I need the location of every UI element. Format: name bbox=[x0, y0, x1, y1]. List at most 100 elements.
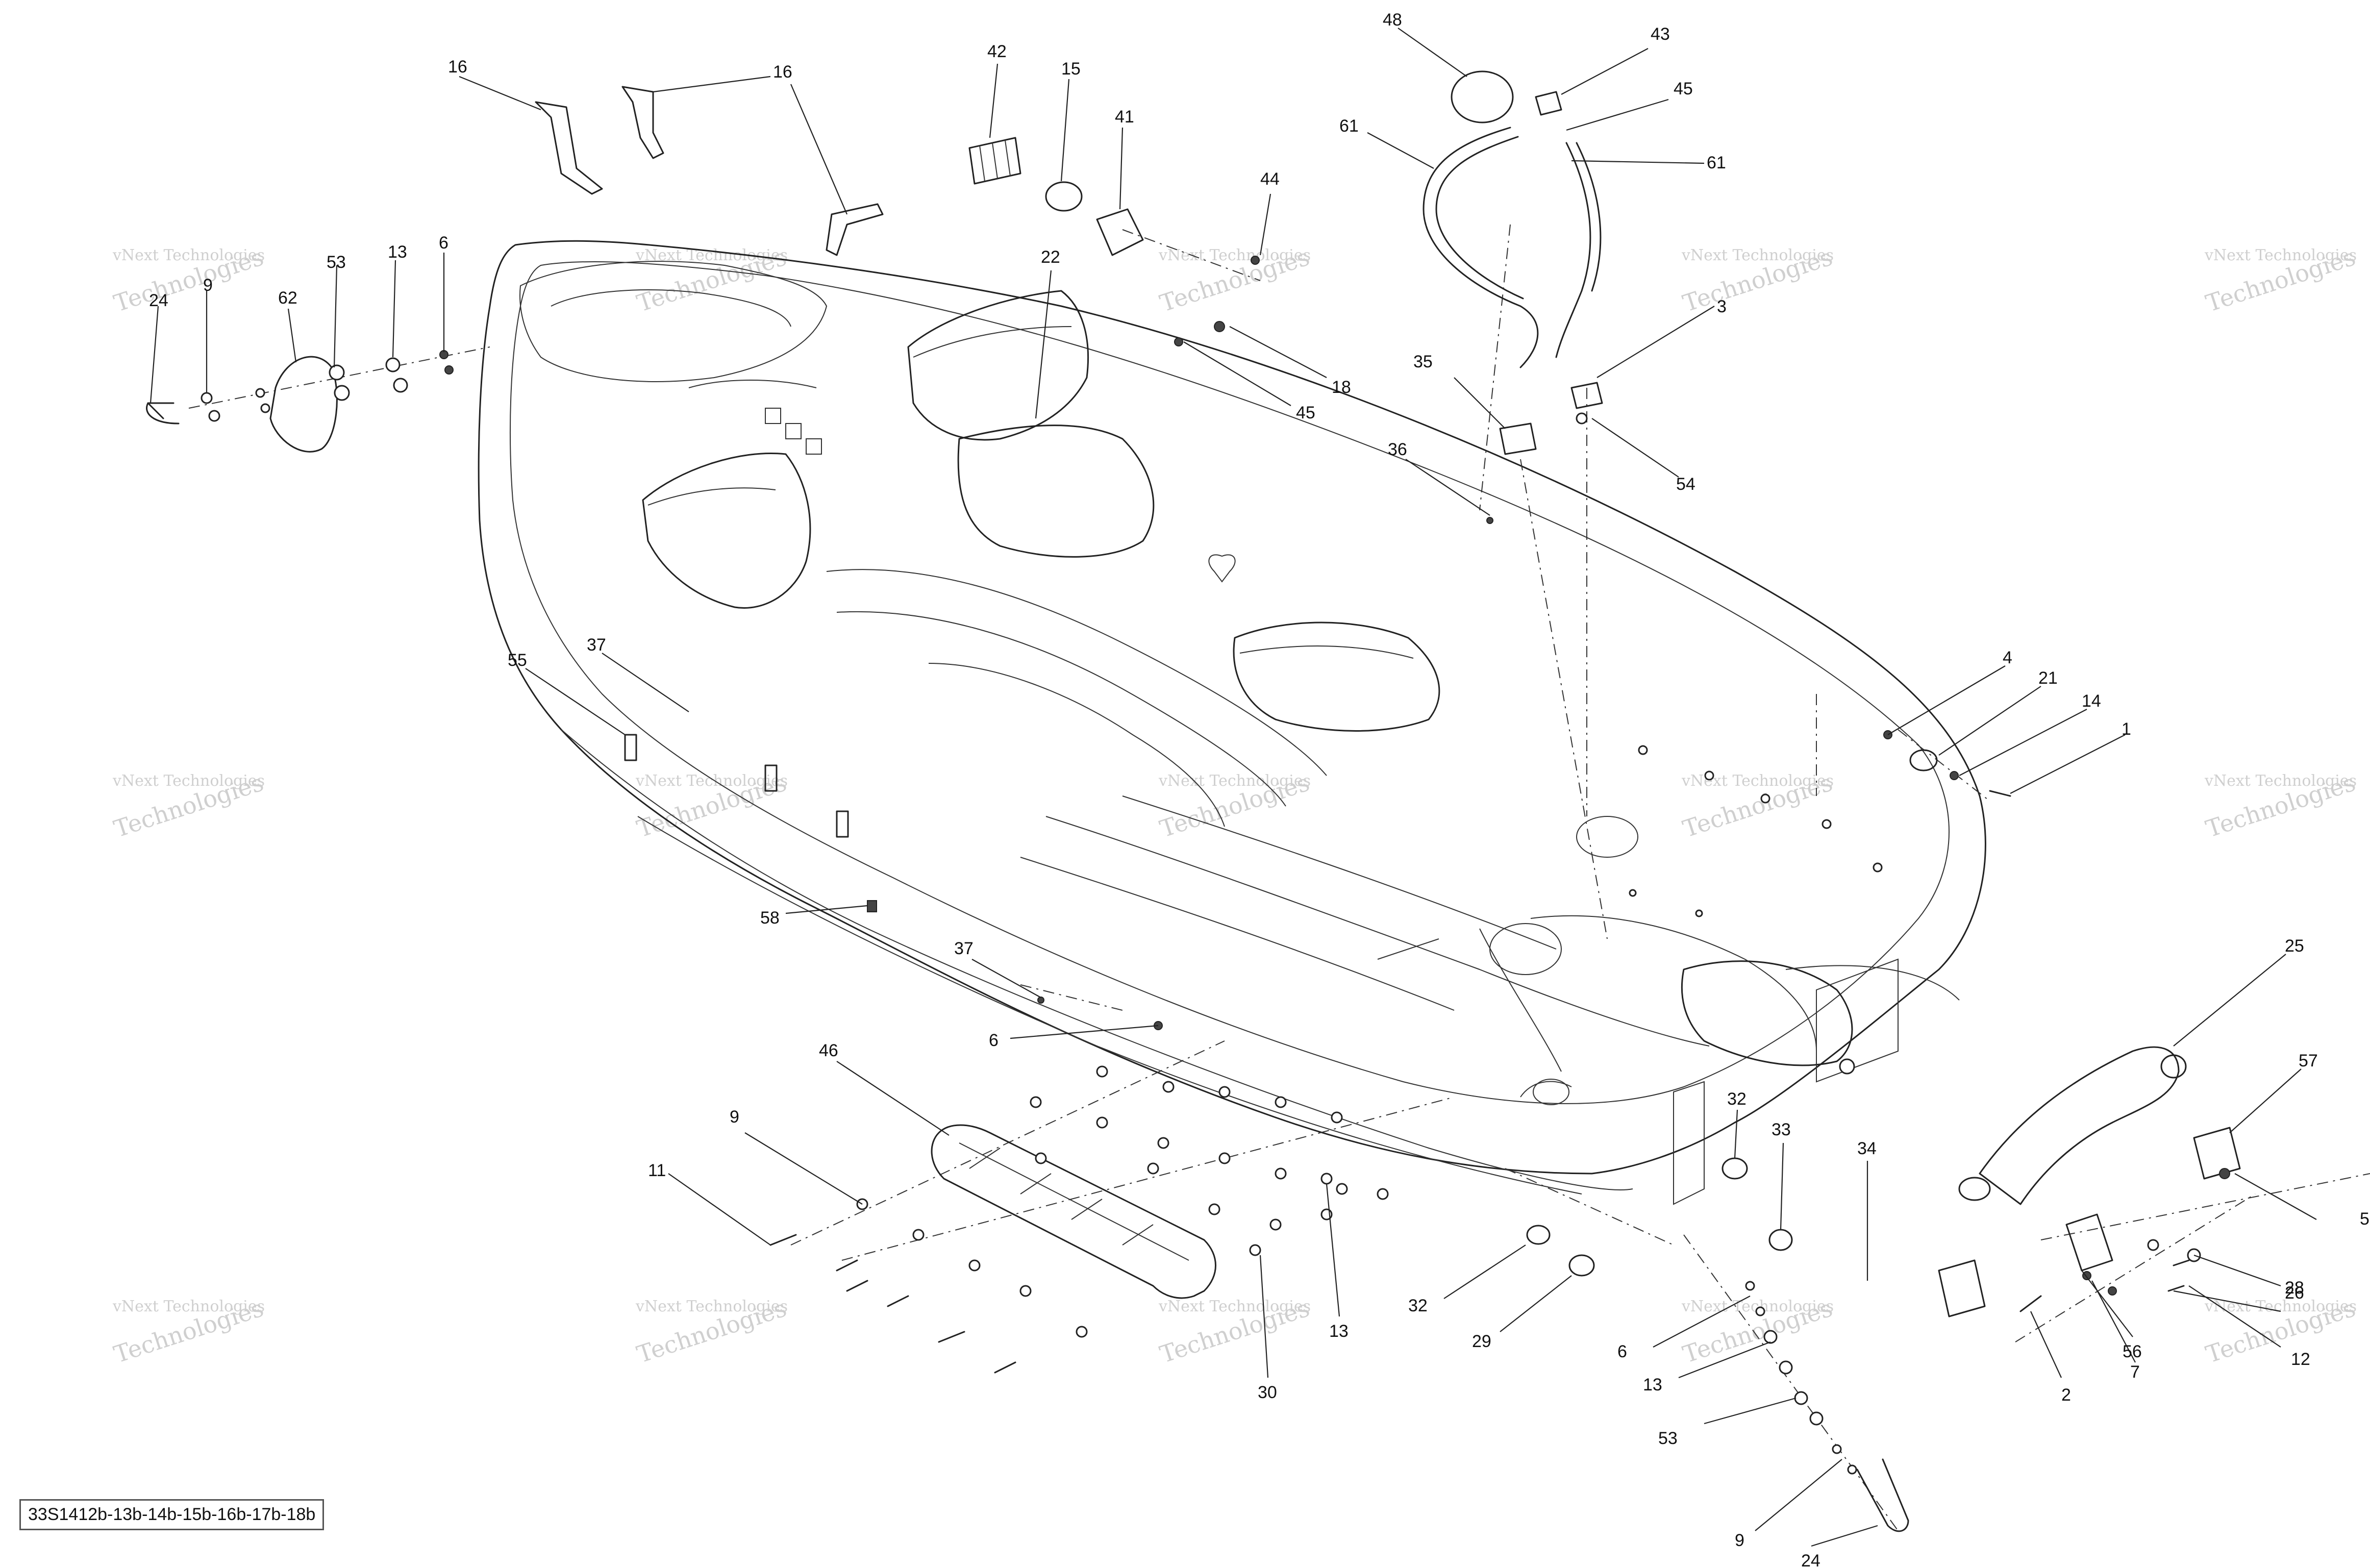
callout-54: 54 bbox=[1676, 475, 1695, 494]
callout-37: 37 bbox=[587, 635, 606, 655]
callout-45: 45 bbox=[1674, 79, 1693, 98]
part-42-bellows bbox=[968, 137, 1021, 185]
part-24-ubolt-right bbox=[1856, 1458, 1909, 1532]
callout-13: 13 bbox=[1329, 1322, 1349, 1341]
watermark-line1: vNext Technologies bbox=[635, 772, 788, 790]
callout-21: 21 bbox=[2038, 668, 2058, 688]
part-46-step-pad bbox=[931, 1124, 1216, 1299]
part-21-grommet bbox=[1909, 749, 1938, 771]
callout-22: 22 bbox=[1041, 247, 1060, 267]
callout-9: 9 bbox=[1735, 1531, 1744, 1550]
callout-9: 9 bbox=[730, 1107, 739, 1127]
callout-18: 18 bbox=[1332, 378, 1351, 397]
callout-45: 45 bbox=[1296, 403, 1315, 422]
part-32-fitting-b bbox=[1722, 1157, 1748, 1180]
watermark-line1: vNext Technologies bbox=[1158, 772, 1311, 790]
part-16-handle-left bbox=[535, 101, 603, 195]
watermark-line1: vNext Technologies bbox=[112, 772, 265, 790]
callout-37: 37 bbox=[954, 939, 974, 958]
part-16-handle-right bbox=[621, 86, 664, 159]
assembly-lines bbox=[188, 224, 2370, 1531]
callout-5: 5 bbox=[2360, 1209, 2369, 1229]
leader-lines bbox=[149, 28, 2317, 1547]
callout-4: 4 bbox=[2003, 648, 2012, 667]
callout-62: 62 bbox=[278, 288, 297, 308]
callout-1: 1 bbox=[2122, 719, 2131, 739]
callout-41: 41 bbox=[1115, 107, 1134, 127]
watermark-line1: vNext Technologies bbox=[2204, 246, 2357, 264]
watermark-line1: vNext Technologies bbox=[2204, 772, 2357, 790]
callout-24: 24 bbox=[1801, 1551, 1820, 1568]
callout-6: 6 bbox=[1617, 1342, 1627, 1361]
callout-32: 32 bbox=[1727, 1089, 1747, 1109]
callout-42: 42 bbox=[987, 42, 1007, 61]
parts bbox=[146, 70, 2241, 1532]
watermark-line1: vNext Technologies bbox=[1158, 1298, 1311, 1315]
part-56-bracket bbox=[2065, 1213, 2113, 1272]
callout-25: 25 bbox=[2285, 936, 2304, 956]
callout-16: 16 bbox=[448, 57, 467, 77]
callout-16: 16 bbox=[773, 62, 792, 82]
callout-30: 30 bbox=[1258, 1383, 1277, 1402]
part-48-loop bbox=[1451, 70, 1514, 123]
callout-3: 3 bbox=[1717, 297, 1727, 316]
callout-33: 33 bbox=[1772, 1120, 1791, 1139]
part-57-bracket bbox=[2193, 1127, 2241, 1180]
callout-29: 29 bbox=[1472, 1332, 1491, 1351]
callout-46: 46 bbox=[819, 1041, 838, 1060]
callouts: 48 43 45 61 61 42 15 41 16 16 44 22 18 4… bbox=[149, 10, 2369, 1568]
callout-7: 7 bbox=[2130, 1362, 2140, 1382]
callout-11: 11 bbox=[648, 1161, 666, 1180]
callout-48: 48 bbox=[1383, 10, 1402, 30]
callout-55: 55 bbox=[508, 651, 527, 670]
part-29-plug bbox=[1568, 1254, 1595, 1277]
part-61-hose-right-inner bbox=[1576, 142, 1602, 292]
watermark-line1: vNext Technologies bbox=[2204, 1298, 2357, 1315]
callout-32: 32 bbox=[1408, 1296, 1428, 1315]
part-3-valve bbox=[1570, 382, 1603, 409]
callout-13: 13 bbox=[1643, 1375, 1662, 1395]
callout-57: 57 bbox=[2299, 1051, 2318, 1071]
part-33-plug bbox=[1768, 1229, 1793, 1251]
part-16-strap bbox=[826, 203, 884, 256]
fasteners bbox=[201, 256, 2230, 1475]
diagram-code-text: 33S1412b-13b-14b-15b-16b-17b-18b bbox=[28, 1505, 316, 1524]
part-55-clip bbox=[624, 734, 637, 761]
part-41-fitting bbox=[1096, 208, 1144, 256]
part-43-clamp bbox=[1535, 91, 1562, 116]
diagram-code-label: 33S1412b-13b-14b-15b-16b-17b-18b bbox=[19, 1499, 325, 1530]
hull-body bbox=[478, 240, 1986, 1205]
callout-24: 24 bbox=[149, 291, 168, 310]
part-25-grab-handle bbox=[1979, 1046, 2180, 1205]
callout-28: 28 bbox=[2285, 1278, 2304, 1298]
part-32-fitting-a bbox=[1526, 1225, 1551, 1245]
callout-44: 44 bbox=[1260, 169, 1280, 189]
watermark-line1: vNext Technologies bbox=[1158, 246, 1311, 264]
callout-9: 9 bbox=[203, 276, 213, 295]
callout-61: 61 bbox=[1707, 153, 1726, 172]
callout-34: 34 bbox=[1857, 1139, 1877, 1158]
part-24-ubolt-left bbox=[147, 402, 174, 419]
watermark-line1: vNext Technologies bbox=[635, 1298, 788, 1315]
callout-36: 36 bbox=[1388, 440, 1407, 459]
callout-15: 15 bbox=[1061, 59, 1081, 79]
watermark-line1: vNext Technologies bbox=[1681, 246, 1834, 264]
callout-35: 35 bbox=[1413, 352, 1433, 371]
callout-58: 58 bbox=[760, 908, 780, 928]
callout-61: 61 bbox=[1339, 116, 1359, 136]
callout-26: 26 bbox=[2285, 1283, 2304, 1303]
part-61-hose-left-inner bbox=[1435, 136, 1524, 300]
